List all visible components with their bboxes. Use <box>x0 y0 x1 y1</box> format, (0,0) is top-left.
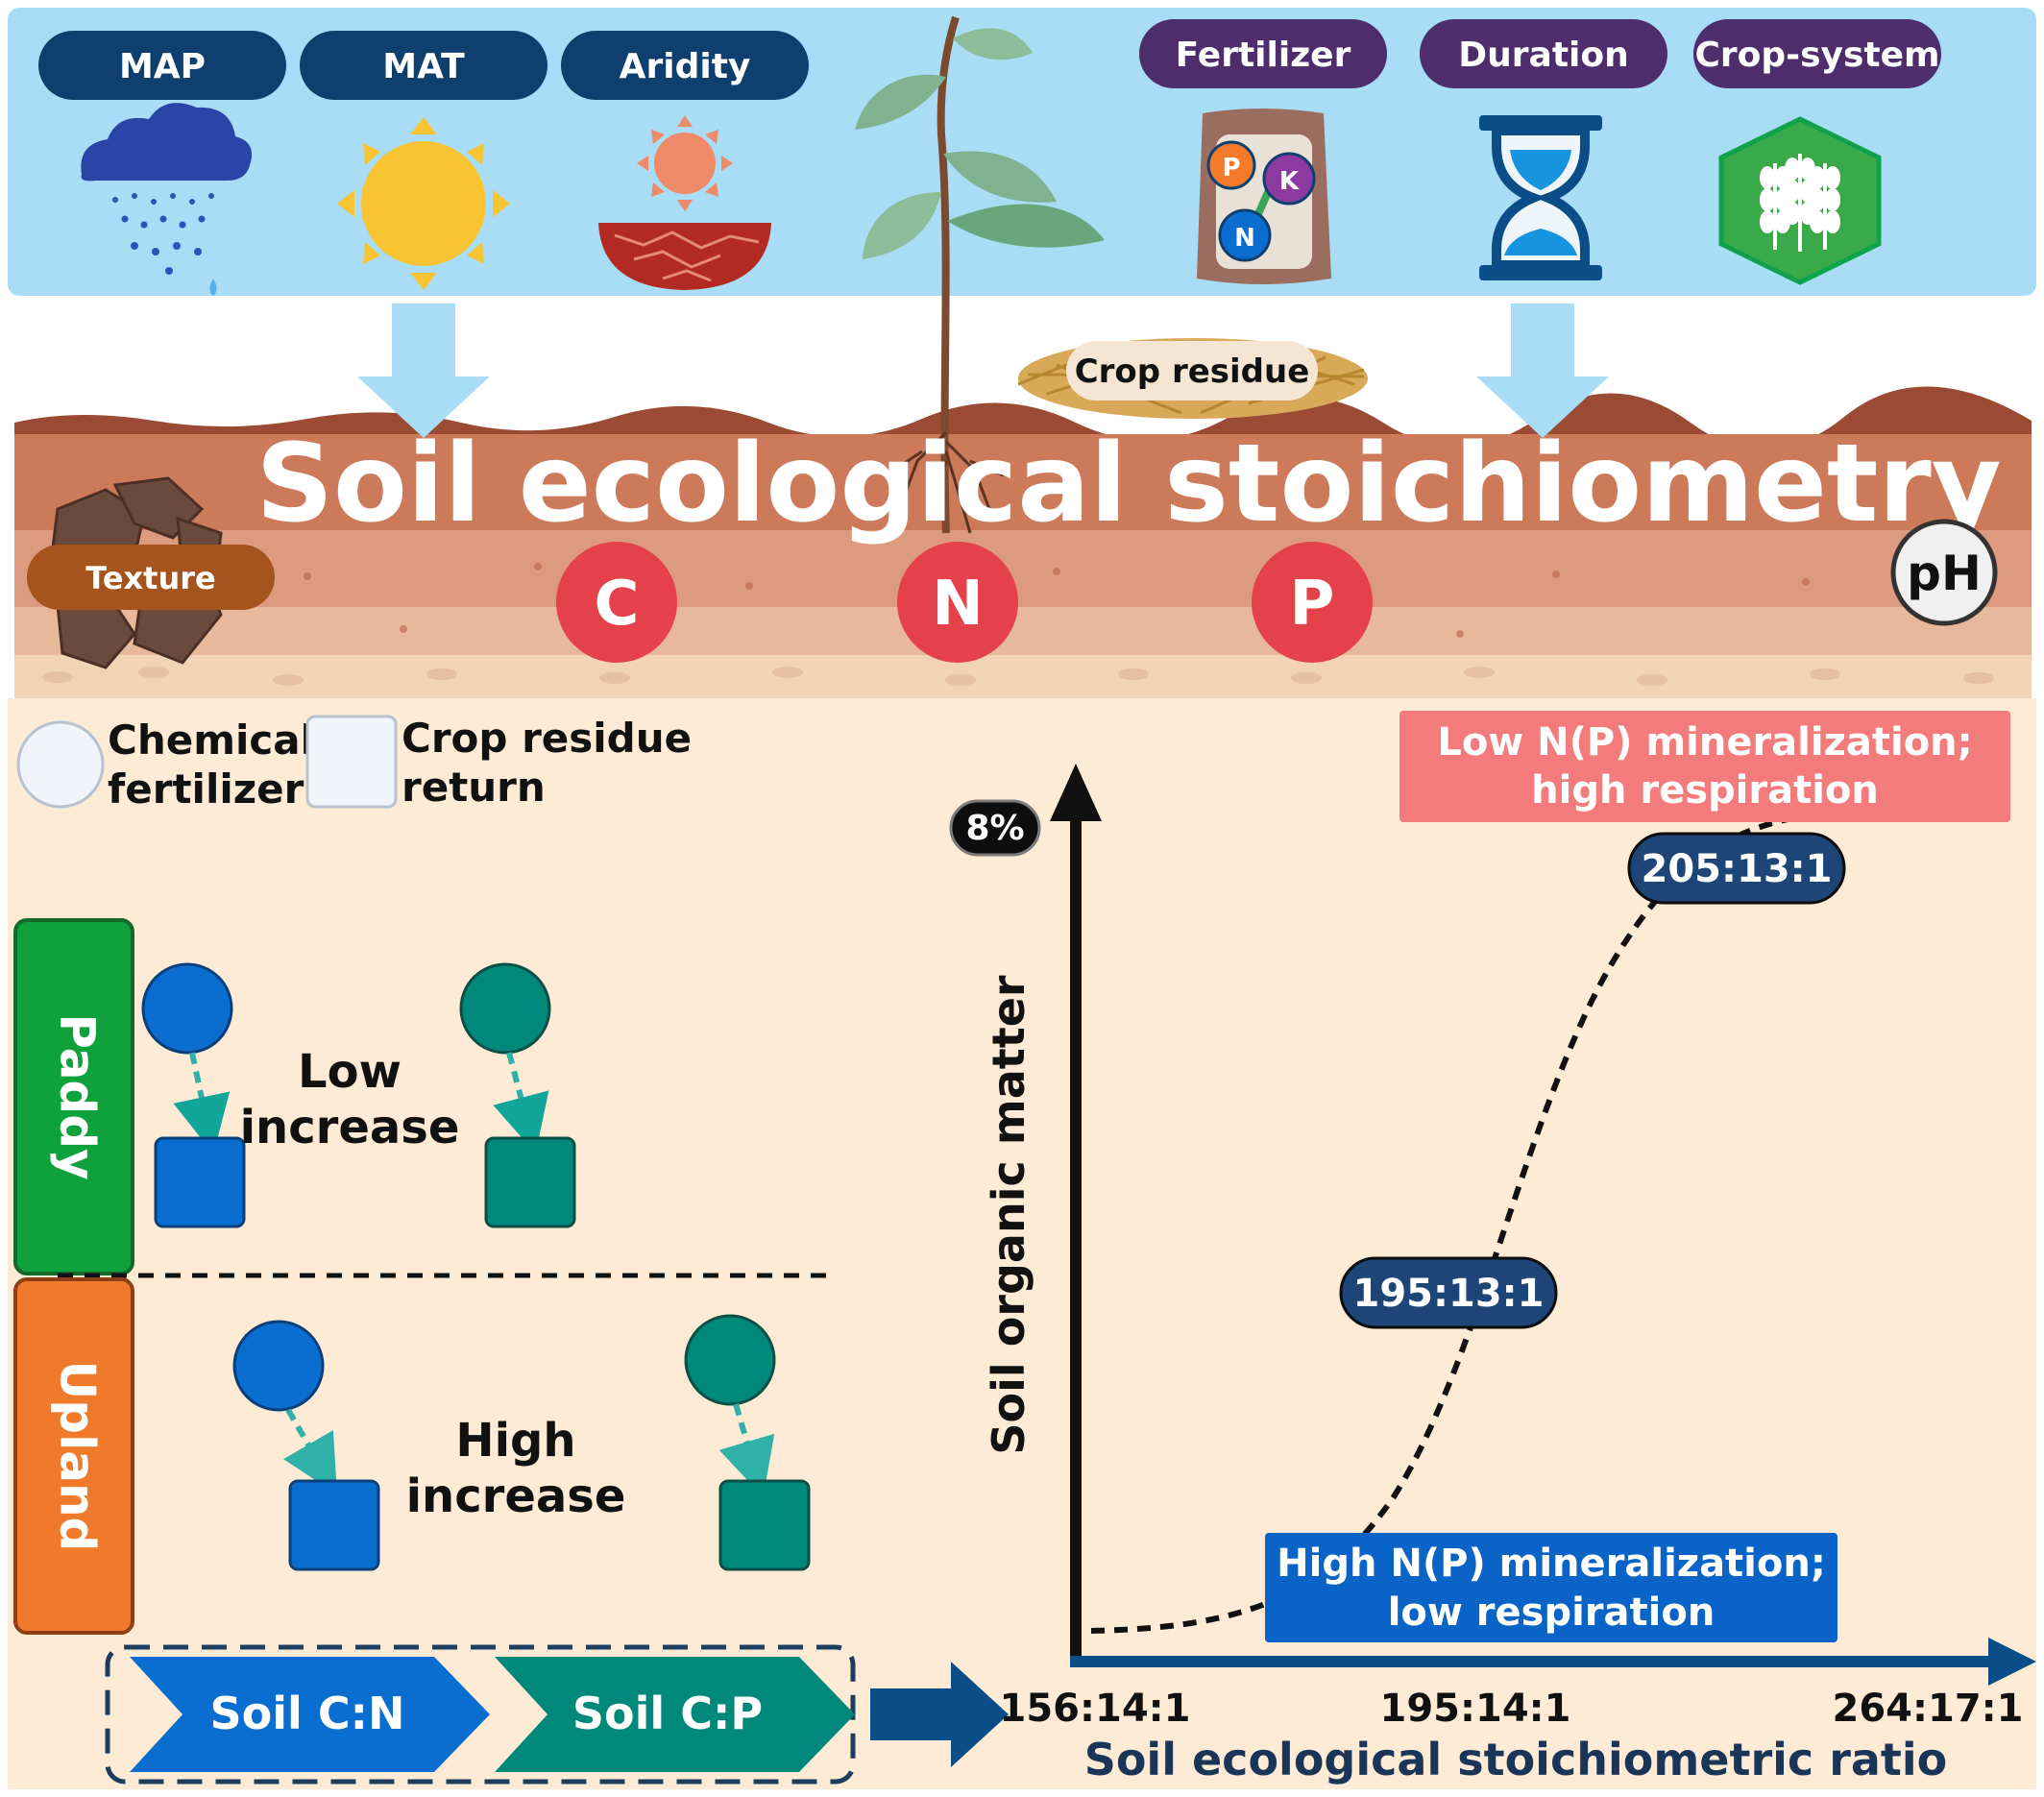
low-annotation-box: High N(P) mineralization; low respiratio… <box>1265 1533 1837 1642</box>
high-annotation-box: Low N(P) mineralization; high respiratio… <box>1399 711 2010 822</box>
x-tick-1: 156:14:1 <box>1000 1687 1191 1731</box>
soil-profile <box>14 386 2032 698</box>
upland-section: Upland High increase <box>13 1277 811 1635</box>
ph-badge: pH <box>1890 519 1998 626</box>
upland-chemical-square <box>288 1479 380 1571</box>
element-c: C <box>556 542 677 663</box>
upland-residue-circle <box>684 1314 776 1406</box>
legend-residue-line1: Crop residue <box>402 715 692 762</box>
fertilizer-p-label: P <box>1222 154 1240 182</box>
paddy-effect-line1: Low <box>298 1045 402 1099</box>
fertilizer-label: Fertilizer <box>1176 36 1351 75</box>
paddy-label: Paddy <box>50 1013 106 1179</box>
legend-residue-line2: return <box>402 764 546 811</box>
soil-cn-label: Soil C:N <box>210 1688 405 1739</box>
element-c-label: C <box>595 569 640 640</box>
crop-system-factor: Crop-system <box>1693 19 1941 88</box>
fertilizer-n-label: N <box>1234 224 1255 253</box>
upland-effect-line1: High <box>455 1414 575 1468</box>
low-annotation-line1: High N(P) mineralization; <box>1277 1542 1826 1586</box>
map-factor: MAP <box>38 31 286 100</box>
duration-factor: Duration <box>1420 19 1667 88</box>
legend-circle-swatch <box>16 720 105 809</box>
upland-residue-square <box>718 1479 811 1571</box>
ph-label: pH <box>1907 546 1982 601</box>
texture-label: Texture <box>85 560 215 596</box>
texture-soil-icon: Texture <box>27 476 275 669</box>
soil-organic-matter-chart: 8% Soil organic matter Soil ecological s… <box>949 711 2036 1785</box>
upland-effect-line2: increase <box>406 1469 626 1523</box>
sun-icon <box>337 117 510 290</box>
management-down-arrow <box>1476 304 1609 438</box>
y-marker-label: 8% <box>965 809 1024 848</box>
curve-label-1-text: 195:13:1 <box>1353 1272 1545 1316</box>
crop-system-label: Crop-system <box>1694 36 1939 75</box>
element-n-label: N <box>932 569 984 640</box>
climate-down-arrow <box>357 304 490 438</box>
high-annotation-line1: Low N(P) mineralization; <box>1437 720 1972 765</box>
curve-label-2-text: 205:13:1 <box>1642 847 1833 891</box>
high-annotation-line2: high respiration <box>1531 768 1879 813</box>
x-tick-3: 264:17:1 <box>1833 1687 2024 1731</box>
curve-label-2: 205:13:1 <box>1627 832 1846 905</box>
legend-chemical-line2: fertilizer <box>108 765 304 813</box>
duration-label: Duration <box>1458 36 1628 75</box>
soil-cn-chevron <box>130 1657 490 1772</box>
hourglass-icon <box>1479 115 1602 280</box>
climate-factors: MAP MAT Aridity <box>38 31 809 100</box>
element-n: N <box>897 542 1018 663</box>
element-p: P <box>1252 542 1373 663</box>
plant-icon <box>855 15 1105 534</box>
paddy-effect-line2: increase <box>240 1101 460 1154</box>
upland-label: Upland <box>50 1361 106 1552</box>
paddy-chemical-circle <box>141 962 233 1055</box>
management-factors: Fertilizer Duration Crop-system <box>1139 19 1941 88</box>
element-p-label: P <box>1290 569 1335 640</box>
mat-label: MAT <box>382 47 465 86</box>
ratio-chevrons: Soil C:N Soil C:P <box>105 1644 1009 1785</box>
curve-label-1: 195:13:1 <box>1339 1256 1558 1329</box>
soil-cp-chevron <box>495 1657 855 1772</box>
rain-cloud-icon <box>81 103 253 296</box>
chevron-to-chart-arrow <box>870 1662 1009 1767</box>
legend: Chemical fertilizer Crop residue return <box>16 715 692 813</box>
legend-square-swatch <box>305 715 398 809</box>
fertilizer-bag-icon: P K N <box>1197 109 1331 284</box>
aridity-icon <box>598 115 771 290</box>
x-axis-label: Soil ecological stoichiometric ratio <box>1084 1734 1948 1785</box>
paddy-section: Paddy Low increase <box>13 918 576 1275</box>
mat-factor: MAT <box>300 31 548 100</box>
fertilizer-k-label: K <box>1279 167 1300 196</box>
crop-system-wheat-icon <box>1718 116 1882 285</box>
crop-residue-straw-icon: Crop residue <box>1017 338 1368 419</box>
paddy-residue-square <box>484 1136 576 1228</box>
legend-chemical-line1: Chemical <box>108 716 314 764</box>
y-axis-label: Soil organic matter <box>983 975 1034 1454</box>
paddy-chemical-square <box>154 1136 246 1228</box>
fertilizer-factor: Fertilizer <box>1139 19 1387 88</box>
crop-residue-label: Crop residue <box>1075 352 1310 391</box>
soil-cp-label: Soil C:P <box>572 1688 763 1739</box>
y-marker-badge: 8% <box>949 799 1041 857</box>
upland-chemical-circle <box>232 1320 325 1412</box>
low-annotation-line2: low respiration <box>1388 1591 1716 1635</box>
aridity-label: Aridity <box>620 47 751 86</box>
y-axis-arrowhead <box>1050 764 1102 821</box>
paddy-residue-circle <box>459 962 551 1055</box>
page-title: Soil ecological stoichiometry <box>256 422 2001 546</box>
x-tick-2: 195:14:1 <box>1380 1687 1571 1731</box>
aridity-factor: Aridity <box>561 31 809 100</box>
map-label: MAP <box>119 47 206 86</box>
x-axis-arrowhead <box>1988 1638 2036 1686</box>
